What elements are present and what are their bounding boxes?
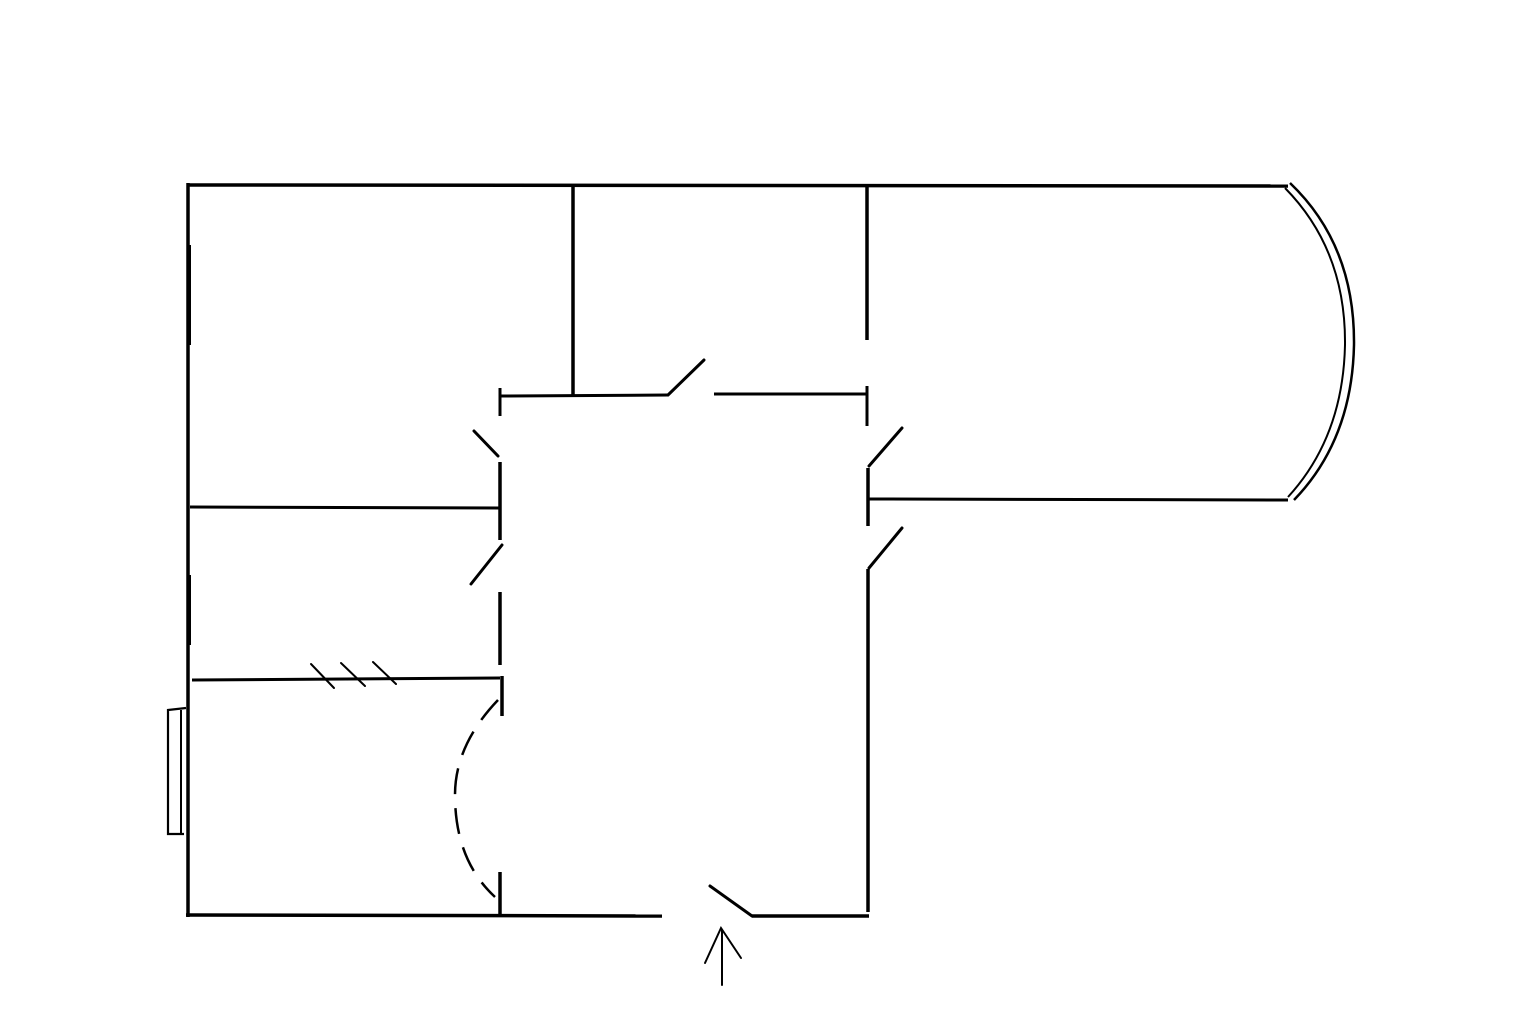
bay-window [1284, 182, 1356, 501]
interior-walls [189, 185, 870, 914]
floor-plan-sketch [166, 182, 1356, 986]
exterior-walls [185, 183, 1289, 918]
entrance-door-leaf [708, 884, 754, 918]
bottom-exterior-wall-left [185, 913, 663, 918]
top-exterior-wall [186, 183, 1289, 188]
bay-window-inner-arc [1284, 187, 1347, 498]
hall-top-wall-left [499, 393, 669, 398]
entrance-arrow [704, 925, 742, 986]
hatch-mark [372, 661, 397, 685]
wall-left-rooms-lower [191, 676, 501, 682]
entrance-arrow-head [704, 925, 742, 964]
wall-hatch-marks [310, 661, 397, 689]
doors [469, 358, 904, 918]
upper-left-door-leaf [472, 429, 500, 458]
lower-left-door-leaf [469, 543, 504, 586]
curved-dashed-opening [453, 699, 499, 898]
bay-room-bottom-wall [867, 497, 1289, 502]
bay-window-outer-arc [1289, 182, 1356, 501]
wall-left-rooms-upper [189, 505, 501, 510]
hatch-mark [310, 663, 335, 689]
lower-right-door-leaf [867, 526, 904, 570]
upper-right-door-leaf [867, 426, 904, 468]
top-hall-door-leaf [666, 358, 706, 397]
radiator-box [166, 706, 187, 836]
hatch-mark [340, 662, 366, 687]
